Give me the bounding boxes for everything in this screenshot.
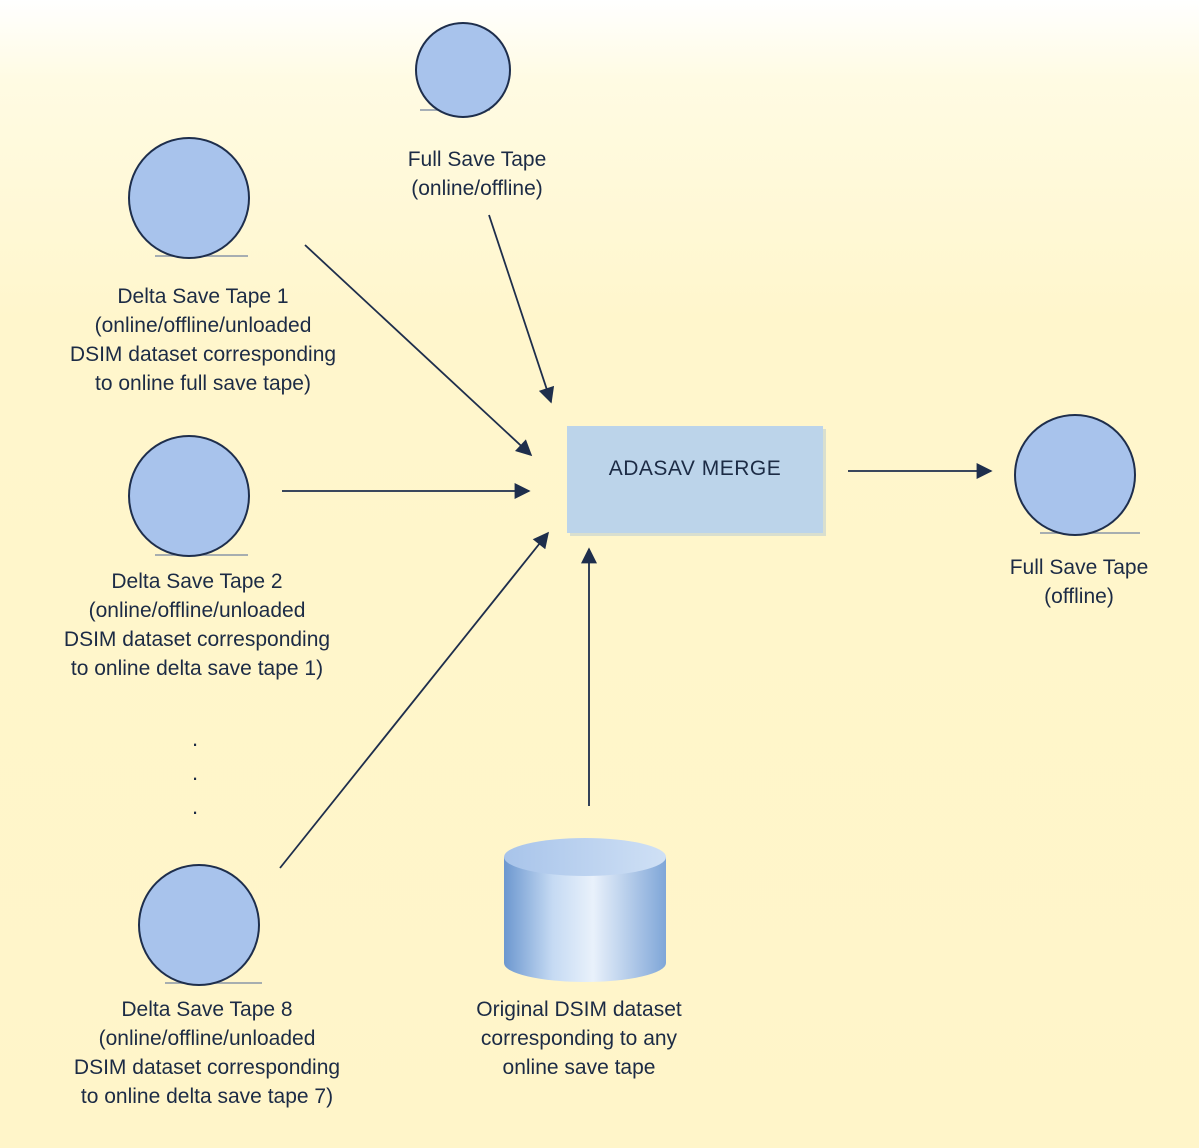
delta-save-tape-2-icon: [128, 435, 250, 557]
label-line: DSIM dataset corresponding: [69, 343, 337, 366]
label-line: Original DSIM dataset: [476, 998, 682, 1021]
label-line: DSIM dataset corresponding: [63, 628, 331, 651]
ellipsis-dot: .: [191, 726, 199, 751]
arrow-delta-8-to-merge: [279, 531, 549, 869]
full-save-tape-output-label: Full Save Tape (offline): [1010, 553, 1149, 611]
label-line: (online/offline/unloaded: [94, 314, 312, 337]
label-line: Full Save Tape: [407, 148, 547, 171]
adasav-merge-label: ADASAV MERGE: [608, 457, 782, 480]
arrow-full-save-to-merge: [488, 214, 555, 404]
delta-save-tape-1-label: Delta Save Tape 1 (online/offline/unload…: [70, 282, 336, 398]
full-save-tape-output-icon: [1014, 414, 1140, 536]
delta-save-tape-8-label: Delta Save Tape 8 (online/offline/unload…: [74, 995, 340, 1111]
label-line: DSIM dataset corresponding: [73, 1056, 341, 1079]
label-line: Delta Save Tape 8: [121, 998, 293, 1021]
label-line: (offline): [1044, 585, 1114, 608]
label-line: (online/offline): [411, 177, 543, 200]
full-save-tape-input-icon: [415, 22, 511, 118]
full-save-tape-input-label: Full Save Tape (online/offline): [408, 145, 547, 203]
delta-save-tape-1-icon: [128, 137, 250, 259]
label-line: online save tape: [502, 1056, 656, 1079]
label-line: (online/offline/unloaded: [88, 599, 306, 622]
label-line: to online delta save tape 1): [70, 657, 324, 680]
ellipsis-dot: .: [191, 794, 199, 819]
label-line: Delta Save Tape 1: [117, 285, 289, 308]
dsim-dataset-label: Original DSIM dataset corresponding to a…: [476, 995, 681, 1082]
ellipsis-dot: .: [191, 760, 199, 785]
delta-save-tape-8-icon: [138, 864, 262, 986]
label-line: corresponding to any: [480, 1027, 678, 1050]
adasav-merge-box: ADASAV MERGE: [567, 426, 823, 533]
label-line: Delta Save Tape 2: [111, 570, 283, 593]
label-line: Full Save Tape: [1009, 556, 1149, 579]
label-line: (online/offline/unloaded: [98, 1027, 316, 1050]
arrow-delta-1-to-merge: [304, 244, 533, 457]
label-line: to online full save tape): [95, 372, 311, 395]
delta-save-tape-2-label: Delta Save Tape 2 (online/offline/unload…: [64, 567, 330, 683]
label-line: to online delta save tape 7): [80, 1085, 334, 1108]
dsim-dataset-cylinder-icon: [504, 838, 666, 982]
